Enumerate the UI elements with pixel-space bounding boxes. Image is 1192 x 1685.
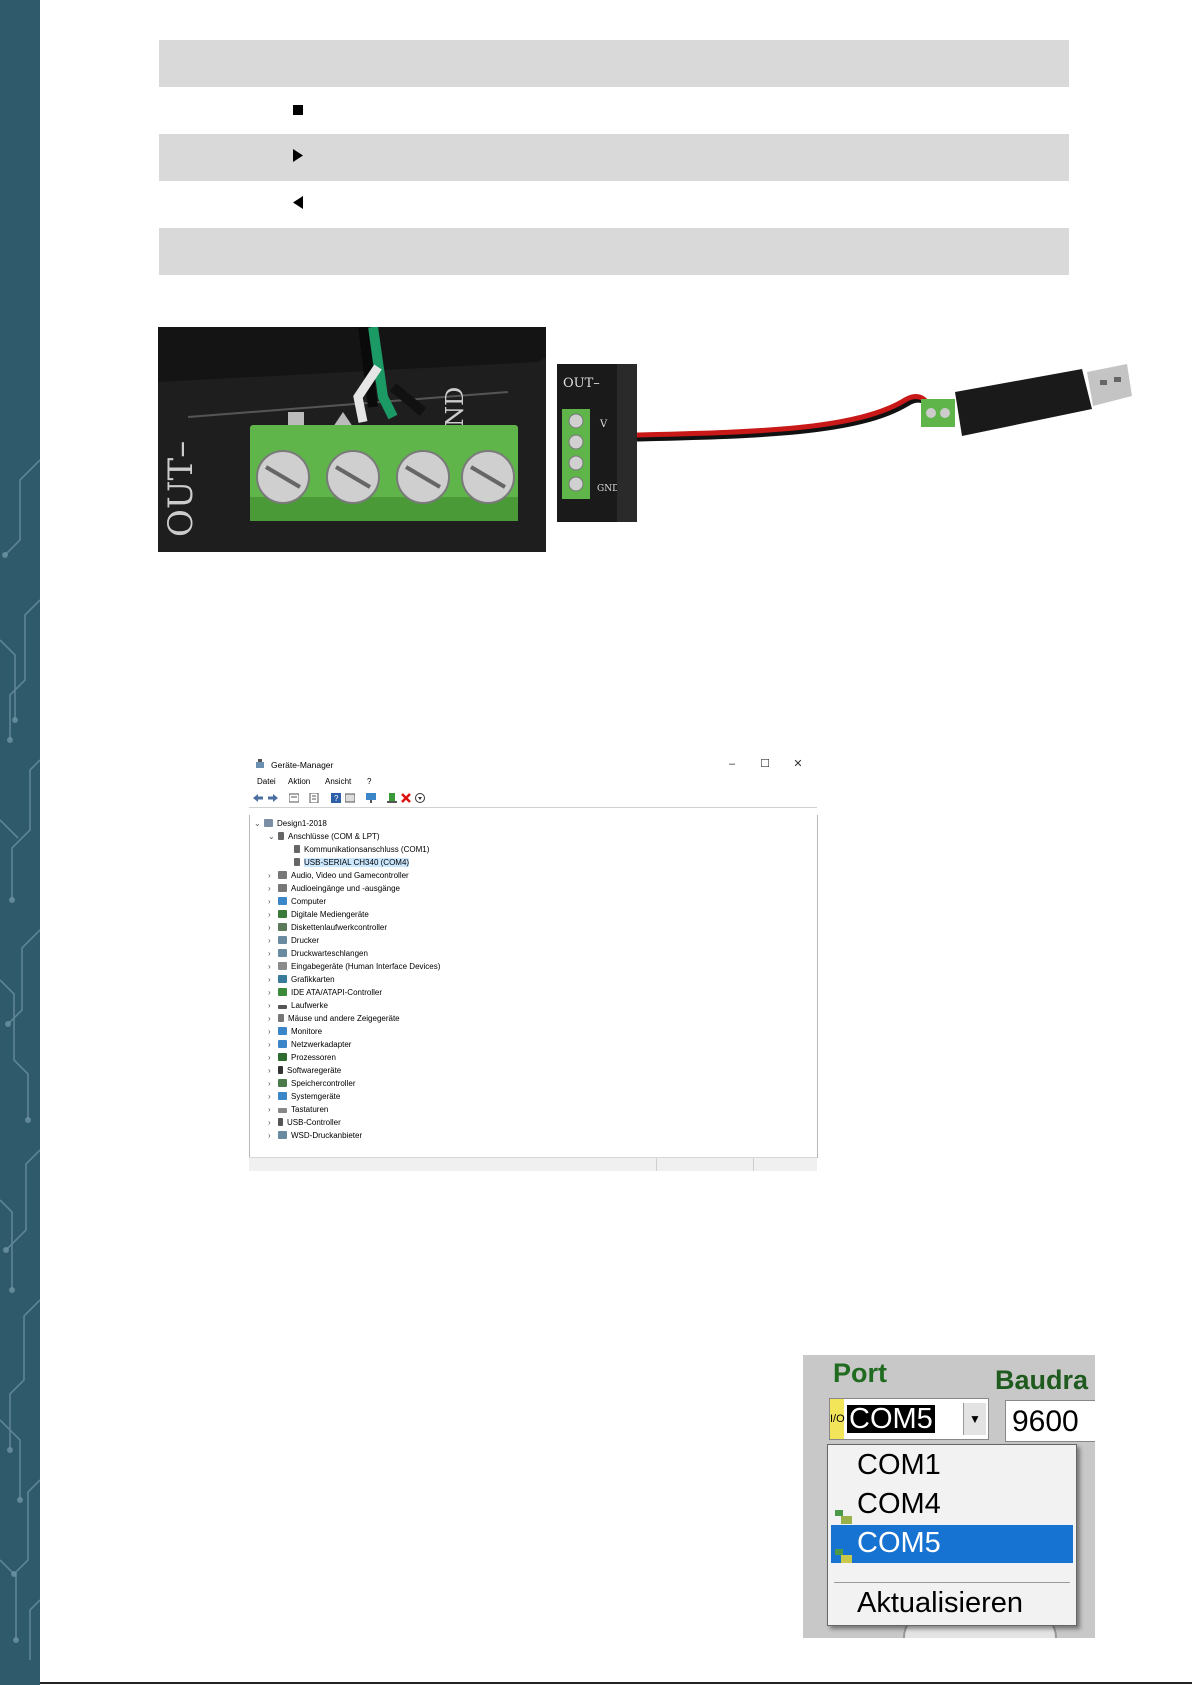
tree-item-category[interactable]: ›Eingabegeräte (Human Interface Devices) <box>268 962 441 971</box>
tree-root[interactable]: ⌄Design1-2018 <box>254 819 327 828</box>
tree-item-category[interactable]: ›Computer <box>268 897 327 906</box>
maximize-button[interactable]: ☐ <box>760 758 770 770</box>
menu-item-com5[interactable]: COM5 <box>831 1525 1073 1563</box>
triangle-left-icon <box>293 195 303 214</box>
device-manager-icon <box>255 759 265 769</box>
baud-input[interactable]: 9600 <box>1005 1400 1095 1442</box>
status-bar <box>249 1157 817 1171</box>
gnd-label: ND <box>441 387 469 427</box>
tree-item-category[interactable]: ›Grafikkarten <box>268 975 335 984</box>
table-row <box>159 181 1069 228</box>
update-driver-icon[interactable] <box>387 793 397 803</box>
window-title: Geräte-Manager <box>271 760 334 770</box>
tree-item-category[interactable]: ›Audioeingänge und -ausgänge <box>268 884 400 893</box>
close-button[interactable]: ✕ <box>793 758 803 770</box>
port-selector-panel: Port Baudra I/O COM5 ▼ 9600 COM1 COM4 CO… <box>803 1355 1095 1638</box>
toolbar: ? <box>249 790 817 808</box>
serial-port-icon <box>835 1499 852 1524</box>
svg-text:?: ? <box>334 794 339 803</box>
table-row <box>159 228 1069 275</box>
minimize-button[interactable]: – <box>728 758 736 770</box>
table-row <box>159 87 1069 134</box>
terminal-label: GND <box>597 484 619 494</box>
tree-item-category[interactable]: ›Netzwerkadapter <box>268 1040 352 1049</box>
tree-item-category[interactable]: ›IDE ATA/ATAPI-Controller <box>268 988 382 997</box>
menu-datei[interactable]: Datei <box>257 777 276 786</box>
title-bar: Geräte-Manager – ☐ ✕ <box>249 751 817 775</box>
menu-item-refresh[interactable]: Aktualisieren <box>857 1587 1024 1619</box>
board-connector-photo: OUT– V GND <box>557 364 637 522</box>
table-row <box>159 40 1069 87</box>
tree-view-icon[interactable] <box>288 793 300 803</box>
port-dropdown-menu: COM1 COM4 COM5 Aktualisieren <box>827 1444 1077 1626</box>
footer-rule <box>40 1682 1192 1684</box>
uninstall-icon[interactable] <box>401 793 411 803</box>
device-tree: ⌄Design1-2018 ⌄Anschlüsse (COM & LPT) Ko… <box>249 815 818 1158</box>
terminal-block-photo: OUT– ND <box>158 327 546 552</box>
menu-item-com1[interactable]: COM1 <box>857 1449 941 1481</box>
tree-item-category[interactable]: ›Prozessoren <box>268 1053 336 1062</box>
terminal-label: V <box>599 419 608 430</box>
tree-item-category[interactable]: ›Diskettenlaufwerkcontroller <box>268 923 388 932</box>
circuit-pattern-icon <box>0 459 40 1660</box>
tree-item-category[interactable]: ›Digitale Mediengeräte <box>268 910 369 919</box>
sidebar-decoration <box>0 0 40 1685</box>
board-label: OUT– <box>161 441 201 537</box>
menu-help[interactable]: ? <box>367 777 372 786</box>
tree-item-ports[interactable]: ⌄Anschlüsse (COM & LPT) <box>268 832 380 841</box>
menu-ansicht[interactable]: Ansicht <box>325 777 352 786</box>
back-arrow-icon[interactable] <box>253 793 263 803</box>
io-icon: I/O <box>830 1399 845 1439</box>
tree-item-category[interactable]: ›Monitore <box>268 1027 323 1036</box>
tree-item-category[interactable]: ›USB-Controller <box>268 1118 341 1127</box>
menu-item-com4[interactable]: COM4 <box>831 1486 1073 1524</box>
table-row <box>159 134 1069 181</box>
square-icon <box>293 102 303 120</box>
port-label: Port <box>833 1358 887 1388</box>
monitor-icon[interactable] <box>366 793 376 803</box>
view-icon[interactable] <box>344 793 356 803</box>
forward-arrow-icon[interactable] <box>268 793 278 803</box>
tree-item-category[interactable]: ›Audio, Video und Gamecontroller <box>268 871 409 880</box>
baud-label: Baudra <box>995 1365 1089 1395</box>
usb-adapter-photo <box>637 364 1132 464</box>
tree-item-category[interactable]: ›Laufwerke <box>268 1001 328 1010</box>
tree-item-category[interactable]: ›Tastaturen <box>268 1105 329 1114</box>
tree-item-category[interactable]: ›Druckwarteschlangen <box>268 949 368 958</box>
tree-item-category[interactable]: ›Softwaregeräte <box>268 1066 342 1075</box>
tree-item-category[interactable]: ›WSD-Druckanbieter <box>268 1131 363 1140</box>
board-label: OUT– <box>563 376 600 391</box>
scan-hardware-icon[interactable] <box>415 793 425 803</box>
dropdown-arrow-icon[interactable]: ▼ <box>963 1403 986 1435</box>
triangle-right-icon <box>293 148 303 167</box>
device-manager-window: Geräte-Manager – ☐ ✕ Datei Aktion Ansich… <box>249 751 818 1171</box>
menu-aktion[interactable]: Aktion <box>288 777 311 786</box>
menu-bar: Datei Aktion Ansicht ? <box>249 775 817 790</box>
menu-separator <box>834 1582 1070 1583</box>
tree-item-category[interactable]: ›Drucker <box>268 936 320 945</box>
serial-port-icon <box>835 1538 852 1563</box>
tree-item-com4[interactable]: USB-SERIAL CH340 (COM4) <box>294 857 410 869</box>
port-value: COM5 <box>847 1403 935 1435</box>
port-combobox[interactable]: I/O COM5 ▼ <box>829 1398 989 1440</box>
tree-item-category[interactable]: ›Speichercontroller <box>268 1079 356 1088</box>
tree-item-category[interactable]: ›Mäuse und andere Zeigegeräte <box>268 1014 400 1023</box>
tree-item-category[interactable]: ›Systemgeräte <box>268 1092 341 1101</box>
properties-icon[interactable] <box>309 792 319 804</box>
tree-item-com1[interactable]: Kommunikationsanschluss (COM1) <box>294 844 429 856</box>
symbol-table <box>159 40 1069 275</box>
help-icon[interactable]: ? <box>331 793 341 803</box>
